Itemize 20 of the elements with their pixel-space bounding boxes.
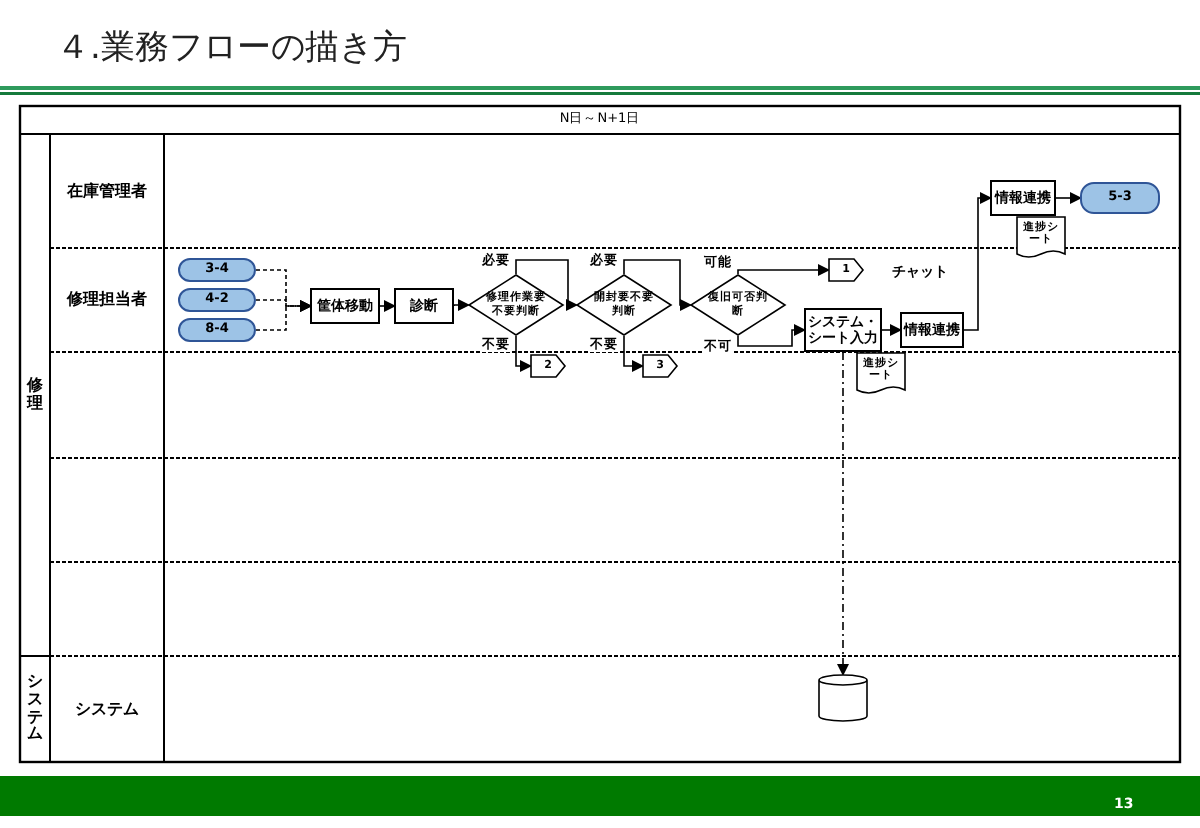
arrow [515, 335, 532, 372]
database-cylinder [818, 674, 868, 722]
page-title: ４.業務フローの描き方 [56, 26, 407, 70]
arrow [379, 300, 396, 312]
arrow [515, 259, 578, 311]
arrow [737, 264, 830, 276]
lane-label: システム [50, 656, 164, 762]
lane-label: 修理担当者 [50, 248, 164, 352]
arrow [881, 324, 902, 336]
lane-label: 在庫管理者 [50, 134, 164, 248]
arrow [255, 300, 312, 331]
arrow [837, 351, 849, 676]
arrow [623, 259, 692, 311]
arrow [453, 299, 470, 311]
arrow [737, 324, 806, 347]
group-cell: 修理 [20, 134, 50, 656]
group-cell: システム [20, 656, 50, 762]
arrow [1055, 192, 1082, 204]
arrow [623, 335, 644, 372]
arrow [963, 192, 992, 331]
